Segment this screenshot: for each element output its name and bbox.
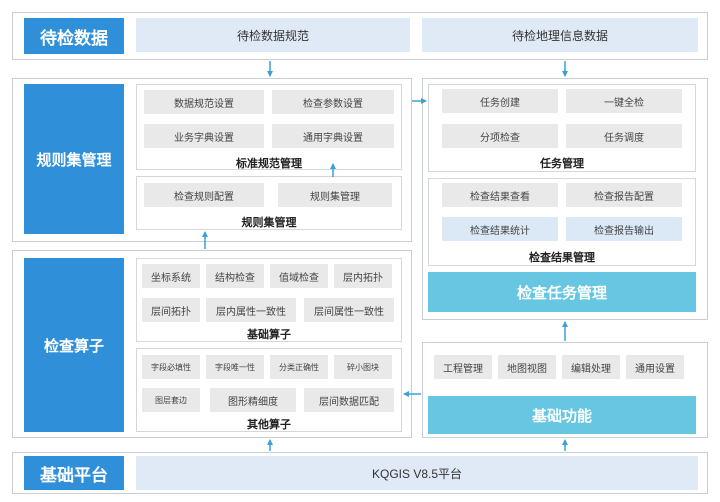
chip-view-results: 检查结果查看	[442, 183, 558, 207]
results-caption: 检查结果管理	[529, 252, 595, 264]
chip-inter-layer-match: 层间数据匹配	[304, 388, 394, 412]
chip-general-dict-settings: 通用字典设置	[272, 124, 394, 148]
chip-general-settings: 通用设置	[626, 355, 684, 379]
chip-field-required: 字段必填性	[142, 355, 200, 379]
chip-data-spec-settings: 数据规范设置	[144, 90, 264, 114]
chip-edit-process: 编辑处理	[562, 355, 620, 379]
task-mgmt-caption: 任务管理	[540, 158, 584, 170]
chip-business-dict-settings: 业务字典设置	[144, 124, 264, 148]
chip-geometry-precision: 图形精细度	[210, 388, 296, 412]
chip-class-correct: 分类正确性	[270, 355, 328, 379]
operators-title: 检查算子	[24, 258, 124, 432]
ruleset-mgr-caption: 规则集管理	[241, 217, 297, 229]
other-operators-caption: 其他算子	[247, 419, 291, 431]
platform-name: KQGIS V8.5平台	[136, 456, 698, 490]
chip-task-create: 任务创建	[442, 89, 558, 113]
chip-one-click-check: 一键全检	[566, 89, 682, 113]
chip-item-check: 分项检查	[442, 124, 558, 148]
chip-report-config: 检查报告配置	[566, 183, 682, 207]
pending-geo-data: 待检地理信息数据	[422, 18, 698, 52]
chip-results-stats: 检查结果统计	[442, 217, 558, 241]
ruleset-title: 规则集管理	[24, 84, 124, 234]
chip-field-unique: 字段唯一性	[206, 355, 264, 379]
chip-intra-layer-attr: 层内属性一致性	[206, 298, 296, 322]
basic-func-title: 基础功能	[428, 396, 696, 434]
chip-layer-edge: 图层套边	[142, 388, 200, 412]
chip-domain-check: 值域检查	[270, 264, 328, 288]
chip-structure-check: 结构检查	[206, 264, 264, 288]
check-task-mgmt-title: 检查任务管理	[428, 272, 696, 312]
standards-caption: 标准规范管理	[236, 158, 302, 170]
chip-task-schedule: 任务调度	[566, 124, 682, 148]
chip-coord-system: 坐标系统	[142, 264, 200, 288]
chip-inter-layer-topology: 层间拓扑	[142, 298, 200, 322]
chip-check-rule-config: 检查规则配置	[144, 183, 264, 207]
pending-data-title: 待检数据	[24, 18, 124, 54]
chip-map-view: 地图视图	[498, 355, 556, 379]
chip-ruleset-mgmt: 规则集管理	[278, 183, 392, 207]
platform-title: 基础平台	[24, 456, 124, 490]
chip-inter-layer-attr: 层间属性一致性	[304, 298, 394, 322]
chip-check-param-settings: 检查参数设置	[272, 90, 394, 114]
pending-data-specs: 待检数据规范	[136, 18, 410, 52]
chip-project-mgmt: 工程管理	[434, 355, 492, 379]
basic-operators-caption: 基础算子	[247, 329, 291, 341]
chip-sliver-polygons: 碎小图块	[334, 355, 392, 379]
chip-report-output: 检查报告输出	[566, 217, 682, 241]
chip-intra-layer-topology: 层内拓扑	[334, 264, 392, 288]
